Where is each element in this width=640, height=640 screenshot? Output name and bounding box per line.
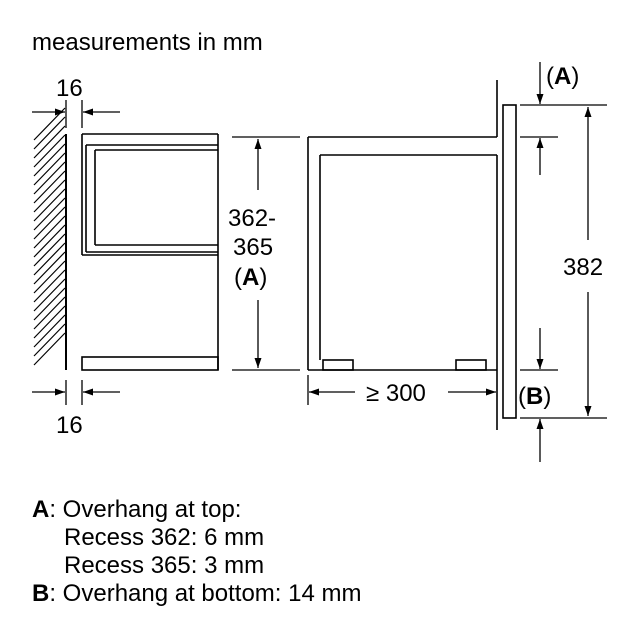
dimension-recess-height: [232, 136, 300, 371]
legend-letter-b: B: [32, 580, 50, 607]
overhang-top-label: (A): [546, 63, 579, 90]
dimension-label-recess-line2: 365: [233, 234, 273, 261]
dimension-label-front-height: 382: [563, 254, 603, 281]
legend-a-recess-362: Recess 362: 6 mm: [64, 524, 265, 551]
legend-text-b: : Overhang at bottom: 14 mm: [49, 580, 362, 607]
units-note: measurements in mm: [32, 29, 263, 56]
legend-text-a: : Overhang at top:: [49, 496, 242, 523]
cabinet-outline: [81, 133, 219, 371]
dimension-overhang-bottom: [520, 328, 558, 462]
dimension-label-recess-line1: 362-: [228, 205, 276, 232]
dimension-depth: [307, 375, 496, 405]
appliance-outline: [307, 80, 517, 430]
dimension-16-bottom: [32, 380, 120, 405]
dimension-front-height: [520, 104, 607, 419]
legend: A: Overhang at top: Recess 362: 6 mm Rec…: [32, 496, 361, 608]
overhang-bottom-label: (B): [518, 383, 551, 410]
dimension-label-depth: ≥ 300: [366, 380, 426, 407]
legend-item-b: B: Overhang at bottom: 14 mm: [32, 580, 361, 608]
dimension-label-16-top: 16: [56, 75, 83, 102]
legend-a-recess-365: Recess 365: 3 mm: [64, 552, 265, 579]
legend-letter-a: A: [32, 496, 50, 523]
dimension-label-16-bottom: 16: [56, 412, 83, 439]
wall-hatching: [33, 107, 67, 370]
dimension-16-top: [32, 100, 120, 128]
dimension-overhang-top: [520, 62, 558, 175]
legend-item-a: A: Overhang at top:: [32, 496, 361, 524]
dimension-label-recess-line3: (A): [234, 264, 267, 291]
